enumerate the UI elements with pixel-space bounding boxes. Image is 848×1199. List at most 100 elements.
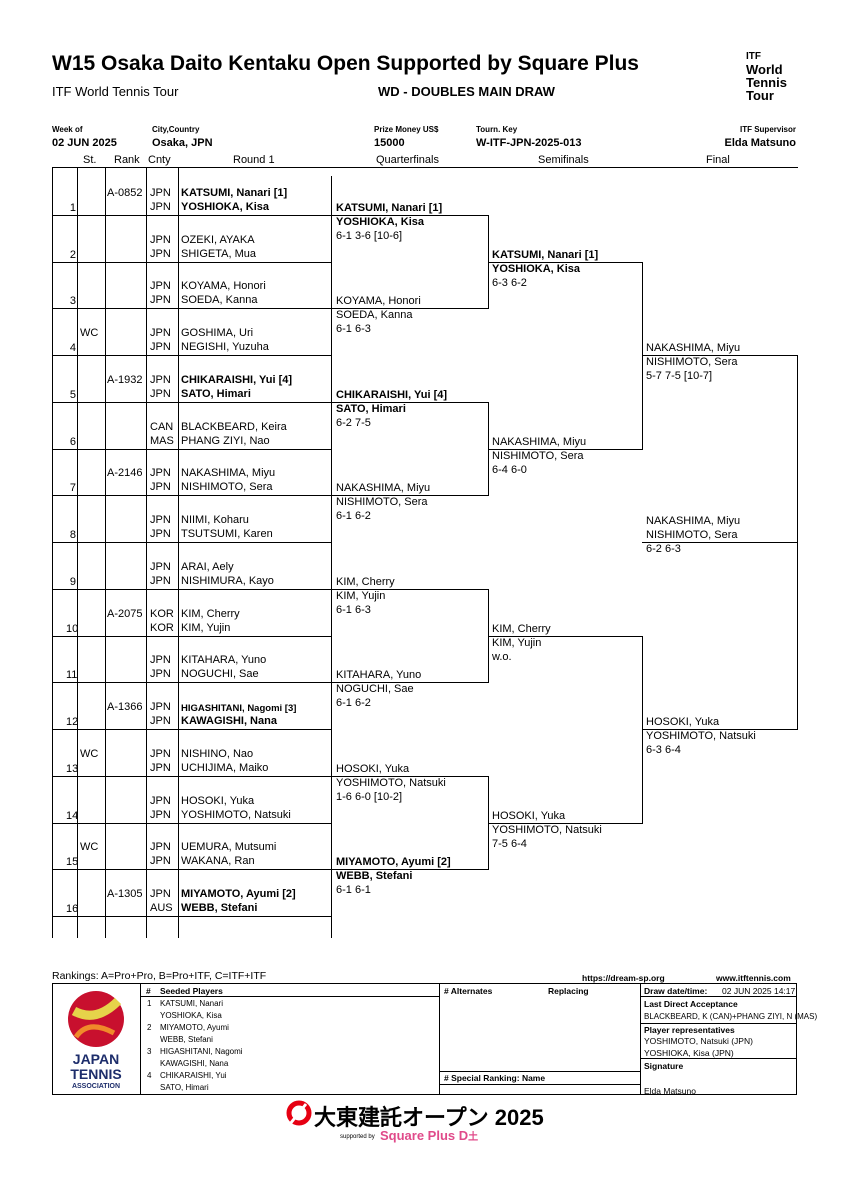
draw-position: 15 (66, 856, 79, 868)
semifinals-score: 6-3 6-2 (492, 277, 527, 289)
player-name: NOGUCHI, Sae (181, 668, 259, 680)
dream-sp-url[interactable]: https://dream-sp.org (582, 973, 665, 983)
quarterfinals-player: NAKASHIMA, Miyu (336, 482, 431, 494)
semifinals-score: 6-4 6-0 (492, 464, 527, 476)
seeded-hash: # (146, 986, 151, 996)
jta-ball-logo-icon (66, 989, 126, 1049)
quarterfinals-player: KOYAMA, Honori (336, 295, 421, 307)
tourn-key-label: Tourn. Key (476, 125, 518, 134)
player-name: YOSHIOKA, Kisa (181, 201, 270, 213)
player-name: HIGASHITANI, Nagomi [3] (181, 703, 297, 714)
country-code: JPN (150, 654, 171, 666)
pair-ranking: A-0852 (107, 187, 143, 199)
signature-value: Elda Matsuno (644, 1086, 696, 1096)
column-rule (178, 168, 179, 938)
round1-match-divider (52, 355, 332, 356)
quarterfinals-score: 6-1 6-1 (336, 884, 371, 896)
city-value: Osaka, JPN (152, 137, 213, 149)
semifinals-player: NAKASHIMA, Miyu (492, 436, 587, 448)
country-code: JPN (150, 514, 171, 526)
country-code: JPN (150, 888, 171, 900)
player-name: NISHIMURA, Kayo (181, 575, 274, 587)
country-code: JPN (150, 575, 171, 587)
page-title: W15 Osaka Daito Kentaku Open Supported b… (52, 52, 639, 75)
player-name: KAWAGISHI, Nana (181, 715, 277, 727)
seed-number: 4 (147, 1071, 152, 1080)
country-code: JPN (150, 668, 171, 680)
country-code: JPN (150, 841, 171, 853)
player-name: CHIKARAISHI, Yui [4] (181, 374, 293, 386)
player-name: GOSHIMA, Uri (181, 327, 254, 339)
country-code: JPN (150, 327, 171, 339)
player-name: UCHIJIMA, Maiko (181, 762, 269, 774)
player-name: KIM, Yujin (181, 622, 231, 634)
draw-position: 2 (69, 249, 76, 261)
quarterfinals-line (332, 869, 488, 870)
player-name: KATSUMI, Nanari [1] (181, 187, 288, 199)
round1-match-divider (52, 682, 332, 683)
quarterfinals-player: KATSUMI, Nanari [1] (336, 202, 443, 214)
semifinals-player: KIM, Cherry (492, 623, 551, 635)
country-code: JPN (150, 374, 171, 386)
col-cnty: Cnty (148, 154, 171, 166)
player-name: YOSHIMOTO, Natsuki (181, 809, 291, 821)
pair-ranking: A-2075 (107, 608, 143, 620)
country-code: JPN (150, 748, 171, 760)
draw-date-label: Draw date/time: (644, 986, 708, 996)
finals-score: 5-7 7-5 [10-7] (646, 370, 713, 382)
semifinals-player: KATSUMI, Nanari [1] (492, 249, 599, 261)
player-name: PHANG ZIYI, Nao (181, 435, 270, 447)
sponsor-supported-by: supported by (340, 1134, 375, 1140)
country-code: JPN (150, 467, 171, 479)
semifinals-player: YOSHIOKA, Kisa (492, 263, 581, 275)
seed-number: 3 (147, 1047, 152, 1056)
column-rule (146, 168, 147, 938)
country-code: JPN (150, 855, 171, 867)
draw-date-value: 02 JUN 2025 14:17 (722, 986, 796, 996)
country-code: JPN (150, 187, 171, 199)
supervisor-value: Elda Matsuno (724, 137, 796, 149)
champion-line (642, 542, 797, 543)
draw-position: 9 (69, 576, 76, 588)
player-name: UEMURA, Mutsumi (181, 841, 277, 853)
special-ranking-title: # Special Ranking: Name (444, 1073, 546, 1083)
signature-title: Signature (644, 1061, 684, 1071)
quarterfinals-player: WEBB, Stefani (336, 870, 413, 882)
player-name: SATO, Himari (181, 388, 251, 400)
player-name: MIYAMOTO, Ayumi [2] (181, 888, 296, 900)
page-subtitle: ITF World Tennis Tour (52, 84, 179, 99)
quarterfinals-score: 6-1 3-6 [10-6] (336, 230, 403, 242)
country-code: MAS (150, 435, 174, 447)
column-rule (331, 176, 332, 938)
semifinals-line (488, 636, 642, 637)
round1-match-divider (52, 308, 332, 309)
column-rule (77, 168, 78, 938)
player-name: WEBB, Stefani (181, 902, 258, 914)
champion-player: NISHIMOTO, Sera (646, 529, 738, 541)
country-code: JPN (150, 762, 171, 774)
country-code: JPN (150, 528, 171, 540)
quarterfinals-player: CHIKARAISHI, Yui [4] (336, 389, 448, 401)
entry-status: WC (80, 327, 99, 339)
round1-match-divider (52, 869, 332, 870)
quarterfinals-line (332, 589, 488, 590)
champion-player: NAKASHIMA, Miyu (646, 515, 741, 527)
player-name: KIM, Cherry (181, 608, 240, 620)
semifinals-line (488, 262, 642, 263)
semifinals-score: w.o. (492, 651, 512, 663)
player-name: NIIMI, Koharu (181, 514, 249, 526)
pair-ranking: A-1366 (107, 701, 143, 713)
country-code: AUS (150, 902, 173, 914)
round1-match-divider (52, 729, 332, 730)
quarterfinals-score: 6-2 7-5 (336, 417, 371, 429)
player-name: NAKASHIMA, Miyu (181, 467, 276, 479)
itftennis-url[interactable]: www.itftennis.com (716, 973, 791, 983)
country-code: JPN (150, 715, 171, 727)
week-value: 02 JUN 2025 (52, 137, 117, 149)
seed-player: YOSHIOKA, Kisa (160, 1011, 222, 1020)
finals-line (642, 355, 797, 356)
quarterfinals-player: NOGUCHI, Sae (336, 683, 414, 695)
country-code: KOR (150, 608, 174, 620)
supervisor-label: ITF Supervisor (739, 125, 796, 134)
tourn-key-value: W-ITF-JPN-2025-013 (476, 137, 582, 149)
